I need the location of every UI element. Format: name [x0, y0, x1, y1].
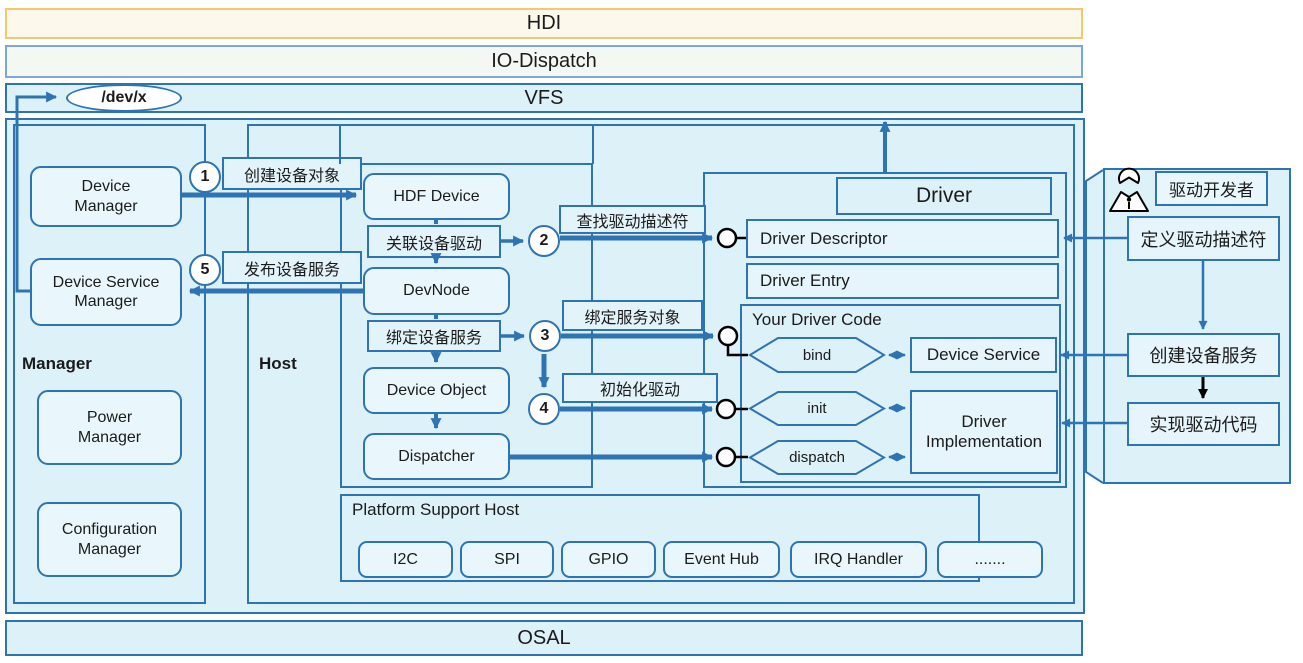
developer-title-box: 驱动开发者 — [1155, 171, 1268, 206]
create-service-box: 创建设备服务 — [1127, 333, 1280, 377]
step-circle-5: 5 — [189, 254, 221, 286]
layer-vfs: VFS — [5, 83, 1083, 113]
bind-service-label: 绑定设备服务 — [367, 320, 501, 352]
step-label-bind-service-object: 绑定服务对象 — [562, 300, 703, 331]
step-label-find-driver-descriptor: 查找驱动描述符 — [559, 205, 706, 234]
layer-io-dispatch-label: IO-Dispatch — [491, 50, 597, 72]
hexagon-dispatch-label: dispatch — [789, 449, 845, 466]
platform-chip-spi: SPI — [460, 541, 554, 578]
layer-io-dispatch: IO-Dispatch — [5, 45, 1083, 78]
platform-chip-more: ....... — [937, 541, 1043, 578]
attach-driver-label: 关联设备驱动 — [367, 225, 501, 258]
platform-support-host-label: Platform Support Host — [352, 500, 520, 519]
device-manager-box: Device Manager — [30, 166, 182, 227]
device-service-manager-box: Device Service Manager — [30, 258, 182, 326]
step-circle-3: 3 — [529, 320, 561, 352]
platform-chip-event-hub: Event Hub — [663, 541, 780, 578]
driver-implementation-box: Driver Implementation — [910, 390, 1058, 474]
layer-osal: OSAL — [5, 620, 1083, 656]
driver-title-box: Driver — [836, 177, 1052, 215]
hexagon-bind-label: bind — [802, 346, 832, 364]
step-label-init-driver: 初始化驱动 — [562, 373, 718, 403]
platform-chip-i2c: I2C — [358, 541, 453, 578]
hdf-device-box: HDF Device — [363, 173, 510, 220]
layer-hdi: HDI — [5, 8, 1083, 39]
layer-hdi-label: HDI — [526, 12, 562, 34]
platform-chip-irq-handler: IRQ Handler — [790, 541, 927, 578]
platform-chip-gpio: GPIO — [561, 541, 656, 578]
power-manager-box: Power Manager — [37, 390, 182, 465]
developer-person-icon — [1109, 167, 1149, 212]
layer-osal-label: OSAL — [517, 626, 571, 649]
hexagon-init-label: init — [807, 400, 827, 417]
driver-entry-box: Driver Entry — [746, 263, 1059, 299]
devnode-box: DevNode — [363, 267, 510, 315]
dev-node-ellipse: /dev/x — [66, 84, 182, 112]
device-object-box: Device Object — [363, 367, 510, 414]
driver-descriptor-box: Driver Descriptor — [746, 219, 1059, 258]
dev-node-label: /dev/x — [101, 89, 147, 106]
device-service-box: Device Service — [910, 337, 1057, 373]
host-section-label: Host — [259, 354, 297, 373]
configuration-manager-box: Configuration Manager — [37, 502, 182, 577]
layer-vfs-label: VFS — [524, 86, 564, 109]
define-descriptor-box: 定义驱动描述符 — [1127, 216, 1280, 261]
step-circle-1: 1 — [189, 161, 221, 193]
step-label-publish-device-service: 发布设备服务 — [222, 251, 362, 284]
dispatcher-box: Dispatcher — [363, 433, 510, 480]
developer-panel-fold — [1085, 169, 1104, 484]
manager-section-label: Manager — [22, 354, 92, 373]
step-circle-4: 4 — [528, 393, 560, 425]
step-circle-2: 2 — [528, 225, 560, 257]
your-driver-code-label: Your Driver Code — [752, 310, 882, 329]
step-label-create-device-object: 创建设备对象 — [222, 157, 362, 190]
implement-code-box: 实现驱动代码 — [1127, 402, 1280, 446]
